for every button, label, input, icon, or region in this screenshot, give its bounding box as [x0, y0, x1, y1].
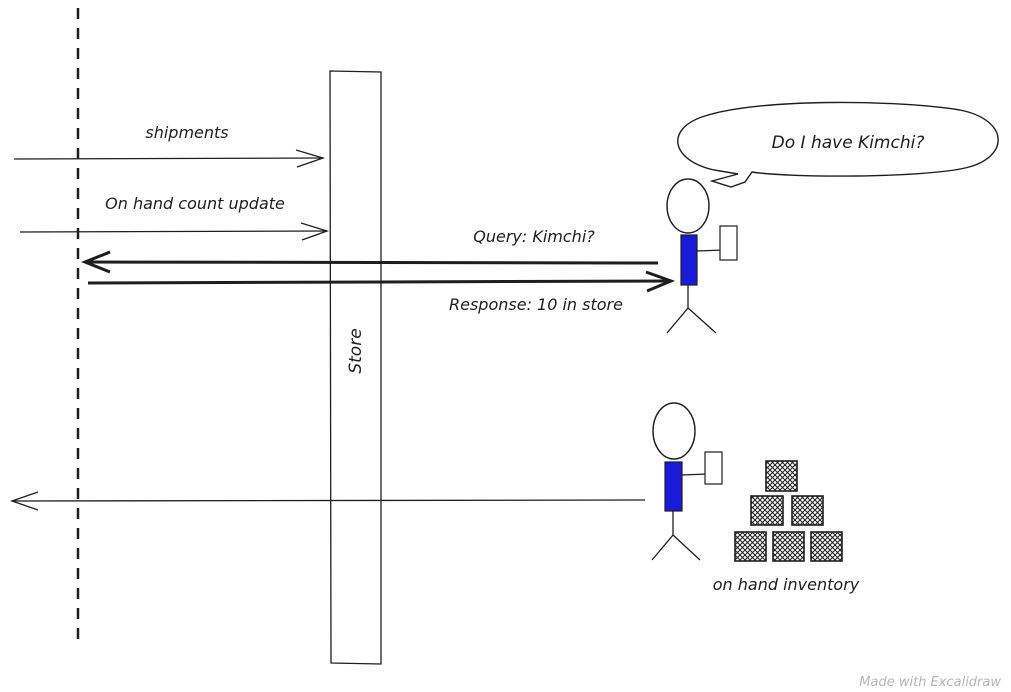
crate-icon	[810, 531, 843, 562]
query-arrow	[80, 250, 659, 274]
body-icon	[680, 234, 698, 286]
crate-icon	[734, 531, 767, 562]
excalidraw-watermark: Made with Excalidraw	[859, 675, 1001, 690]
crate-icon	[772, 531, 805, 562]
crate-icon	[791, 495, 824, 526]
on-hand-count-update-label: On hand count update	[105, 194, 285, 213]
on-hand-count-update-arrow	[19, 222, 330, 241]
crate-icon	[750, 495, 784, 526]
store-associate-figure-bottom	[651, 402, 723, 561]
response-label: Response: 10 in store	[449, 295, 623, 314]
response-arrow	[87, 270, 676, 293]
handheld-device-icon	[719, 225, 738, 261]
head-icon	[652, 402, 696, 460]
inventory-crates	[734, 460, 843, 562]
inventory-outflow-arrow	[10, 491, 646, 511]
shipments-label: shipments	[145, 123, 228, 142]
shipments-arrow	[13, 149, 326, 168]
store-label: Store	[346, 328, 366, 373]
speech-bubble: Do I have Kimchi?	[677, 101, 999, 188]
query-label: Query: Kimchi?	[473, 227, 595, 246]
body-icon	[664, 461, 683, 512]
head-icon	[666, 178, 710, 234]
handheld-device-icon	[704, 451, 723, 485]
crate-icon	[765, 460, 798, 492]
speech-bubble-text: Do I have Kimchi?	[772, 133, 925, 153]
store-associate-figure-top	[666, 178, 738, 334]
inventory-label: on hand inventory	[713, 575, 860, 594]
store-column: Store	[329, 70, 382, 665]
